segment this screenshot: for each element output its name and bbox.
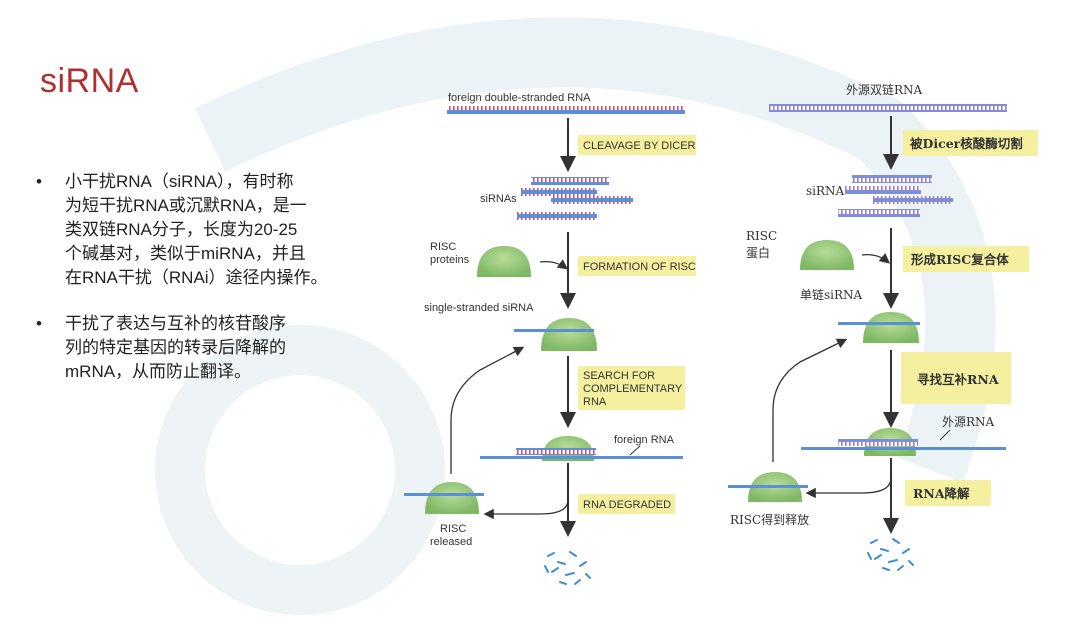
bullet-line: 为短干扰RNA或沉默RNA，是一 (65, 196, 307, 215)
sirna-fragment (521, 188, 597, 196)
label-sirna-cn: siRNA (806, 184, 845, 198)
label-risc-released: released (430, 536, 472, 548)
step-box (901, 352, 1011, 404)
label-risc-proteins-cn: 蛋白 (746, 245, 770, 260)
bullet-line: mRNA，从而防止翻译。 (65, 362, 252, 381)
sirna-fragment (517, 212, 597, 220)
risc-released (425, 482, 479, 514)
step-formation-cn: 形成RISC复合体 (911, 252, 1009, 267)
step-box (578, 256, 696, 276)
sirna-fragment (852, 175, 932, 183)
label-single-strand: single-stranded siRNA (424, 302, 534, 314)
risc-protein (477, 246, 531, 277)
bullet-list: • 小干扰RNA（siRNA），有时称 为短干扰RNA或沉默RNA，是一 类双链… (36, 170, 381, 406)
sirna-fragment (845, 186, 921, 194)
degraded-fragments (867, 538, 914, 571)
single-strand-sirna (514, 329, 594, 332)
single-strand-sirna (404, 493, 484, 496)
step-cleavage: CLEAVAGE BY DICER (583, 140, 696, 152)
sirna-fragment (531, 177, 609, 185)
label-risc-proteins-cn: RISC (746, 229, 777, 243)
risc-complex (541, 318, 597, 351)
duplex (516, 448, 596, 455)
bullet-line: 干扰了表达与互补的核苷酸序 (65, 314, 286, 333)
foreign-rna-strand (480, 456, 683, 459)
step-degraded-cn: RNA降解 (913, 486, 970, 501)
step-box (578, 135, 696, 155)
sirna-fragment (873, 196, 953, 204)
arrow-join (861, 253, 891, 264)
step-cleavage-cn: 被Dicer核酸酶切割 (910, 136, 1023, 151)
arrow-release (805, 477, 892, 499)
label-single-strand-cn: 单链siRNA (800, 287, 863, 302)
bullet-line: 类双链RNA分子，长度为20-25 (65, 220, 298, 239)
bullet-line: 小干扰RNA（siRNA），有时称 (65, 172, 294, 191)
bullet-line: 在RNA干扰（RNAi）途径内操作。 (65, 268, 328, 287)
dsrna-strand (447, 106, 685, 114)
label-risc-proteins: RISC (430, 241, 456, 253)
label-risc-released: RISC (440, 523, 466, 535)
dsrna-strand (769, 104, 1007, 112)
foreign-rna-strand (801, 447, 1006, 450)
leader-line (939, 429, 951, 441)
step-box (903, 246, 1029, 272)
bullet-dot-icon: • (36, 172, 42, 191)
leader-line (629, 445, 641, 456)
step-search: COMPLEMENTARY (583, 383, 683, 395)
bullet-item: • 干扰了表达与互补的核苷酸序 列的特定基因的转录后降解的 mRNA，从而防止翻… (36, 312, 381, 384)
degraded-fragments (544, 551, 591, 585)
step-box (903, 130, 1038, 156)
label-risc-proteins: proteins (430, 254, 470, 266)
duplex (838, 439, 918, 446)
step-formation: FORMATION OF RISC (583, 261, 696, 273)
bullet-item: • 小干扰RNA（siRNA），有时称 为短干扰RNA或沉默RNA，是一 类双链… (36, 170, 381, 290)
sirna-fragment (838, 209, 920, 217)
label-foreign-rna-cn: 外源RNA (942, 415, 995, 429)
bullet-dot-icon: • (36, 314, 42, 333)
label-foreign-dsrna-cn: 外源双链RNA (846, 82, 923, 97)
arrow-release (483, 499, 569, 520)
arrow-recycle (772, 338, 848, 462)
sirna-fragment (551, 196, 633, 204)
step-search-cn: 寻找互补RNA (917, 372, 999, 387)
single-strand-sirna (838, 322, 920, 325)
label-foreign-dsrna: foreign double-stranded RNA (448, 92, 591, 104)
bullet-line: 个碱基对，类似于miRNA，并且 (65, 244, 306, 263)
label-risc-released-cn: RISC得到释放 (730, 512, 809, 527)
label-sirnas: siRNAs (480, 193, 517, 205)
step-box (578, 494, 675, 514)
step-search: SEARCH FOR (583, 370, 655, 382)
bullet-line: 列的特定基因的转录后降解的 (65, 338, 286, 357)
step-box (905, 480, 991, 506)
risc-protein (800, 240, 854, 270)
page-title: siRNA (40, 62, 139, 100)
single-strand-sirna (728, 485, 808, 488)
label-foreign-rna: foreign RNA (614, 434, 675, 446)
step-degraded: RNA DEGRADED (583, 499, 671, 511)
step-box (578, 366, 685, 410)
risc-complex (863, 312, 919, 343)
step-search: RNA (583, 396, 607, 408)
arrow-join (539, 259, 569, 270)
arrow-recycle (450, 346, 525, 474)
